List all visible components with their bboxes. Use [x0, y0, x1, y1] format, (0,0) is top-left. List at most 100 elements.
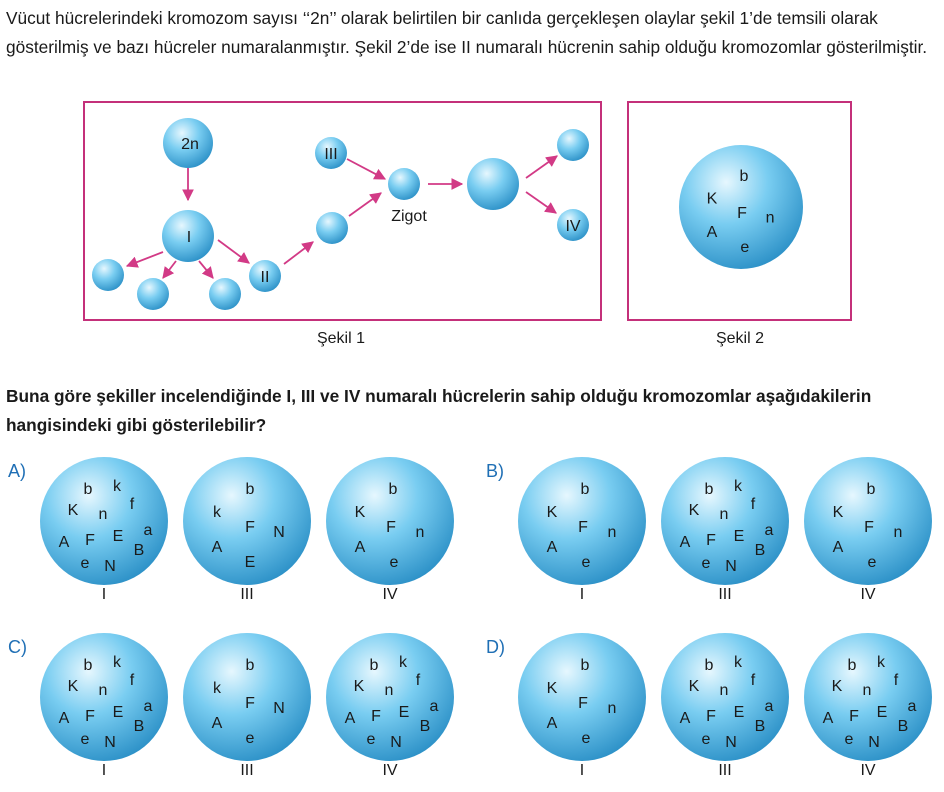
option-b-cell-IV-chromosome-F: F — [864, 519, 874, 536]
option-c-cell-IV-chromosome-A: A — [345, 710, 356, 727]
option-c-cell-IV-chromosome-N: N — [390, 734, 402, 751]
cell-after-II — [316, 212, 348, 244]
option-a-cell-I-chromosome-F: F — [85, 532, 95, 549]
option-b-cell-I-chromosome-n: n — [608, 524, 617, 541]
option-b-cell-IV-chromosome-e: e — [868, 554, 877, 571]
arrow-I-to-midleft — [162, 260, 177, 279]
option-c-cell-III-chromosome-b: b — [246, 657, 255, 674]
arrow-big-to-IV — [525, 191, 557, 214]
option-a-cell-IV-chromosome-n: n — [416, 524, 425, 541]
option-c-cell-I-chromosome-e: e — [81, 731, 90, 748]
option-b-cell-I-chromosome-e: e — [582, 554, 591, 571]
option-d-cell-IV-chromosome-e: e — [845, 731, 854, 748]
option-a-cell-III-circle — [183, 457, 311, 585]
gamete-cell-3 — [209, 278, 241, 310]
option-d-cell-IV-chromosome-E: E — [877, 704, 888, 721]
option-d-cell-III-chromosome-k: k — [734, 654, 743, 671]
gamete-cell-1 — [92, 259, 124, 291]
option-a-cell-III-chromosome-A: A — [212, 539, 223, 556]
option-b-cell-IV-chromosome-K: K — [833, 504, 844, 521]
label-III: III — [324, 146, 337, 163]
option-d-cell-IV-chromosome-k: k — [877, 654, 886, 671]
label-IV: IV — [565, 218, 580, 235]
option-b-cell-III-chromosome-B: B — [755, 542, 766, 559]
option-b-cell-I-chromosome-F: F — [578, 519, 588, 536]
option-d-cell-I-chromosome-n: n — [608, 700, 617, 717]
option-a-cell-I-circle — [40, 457, 168, 585]
option-d-cell-III-chromosome-K: K — [689, 678, 700, 695]
option-a-cell-I-chromosome-E: E — [113, 528, 124, 545]
option-d-label: D) — [486, 637, 505, 657]
option-b-label: B) — [486, 461, 504, 481]
option-c-cell-caption: III — [240, 762, 254, 779]
figure-2-cell-chromosome-K: K — [707, 190, 718, 207]
cell-II — [249, 260, 281, 292]
option-c-cell-IV-chromosome-f: f — [416, 672, 421, 689]
option-c-cell-I-chromosome-f: f — [130, 672, 135, 689]
figure-2-cell-chromosome-b: b — [739, 168, 748, 185]
arrows — [125, 155, 558, 279]
cell-top-right — [557, 129, 589, 161]
option-c-cell-III-chromosome-F: F — [245, 695, 255, 712]
option-c-cell-III-chromosome-N: N — [273, 700, 285, 717]
option-b-cell-III-chromosome-n: n — [720, 506, 729, 523]
figure-2-caption: Şekil 2 — [715, 330, 765, 347]
figure-2-cell-chromosome-A: A — [707, 224, 718, 241]
option-b-cell-I-chromosome-A: A — [547, 539, 558, 556]
option-b-cell-caption: I — [579, 586, 585, 603]
option-a-cell-IV-chromosome-e: e — [390, 554, 399, 571]
option-c-cell-IV-chromosome-B: B — [420, 718, 431, 735]
arrow-III-to-zygote — [346, 158, 387, 180]
figure-1: 2n I II III IV Zigot — [83, 101, 852, 321]
option-a-cell-IV-chromosome-b: b — [389, 481, 398, 498]
option-d-cell-III-chromosome-E: E — [734, 704, 745, 721]
option-a-cell-IV-chromosome-F: F — [386, 519, 396, 536]
option-c-cell-I-chromosome-N: N — [104, 734, 116, 751]
option-d-cell-I-chromosome-A: A — [547, 715, 558, 732]
option-b-cell-IV-chromosome-n: n — [894, 524, 903, 541]
option-c-cell-I-chromosome-b: b — [84, 657, 93, 674]
option-a-cell-IV-chromosome-A: A — [355, 539, 366, 556]
option-c-cell-IV-chromosome-a: a — [430, 698, 439, 715]
option-d-cell-III-chromosome-B: B — [755, 718, 766, 735]
option-b-cell-III-chromosome-N: N — [725, 558, 737, 575]
figure-2-cell-chromosome-n: n — [766, 210, 775, 227]
option-a-cell-III-chromosome-b: b — [246, 481, 255, 498]
option-a-cell-III-chromosome-k: k — [213, 504, 222, 521]
option-a-cell-I-chromosome-n: n — [99, 506, 108, 523]
option-d-cell-IV-chromosome-A: A — [823, 710, 834, 727]
option-c-cell-caption: IV — [382, 762, 398, 779]
option-a-cell-I-chromosome-K: K — [68, 502, 79, 519]
option-a-cell-IV-circle — [326, 457, 454, 585]
option-d-cell-III-chromosome-a: a — [765, 698, 774, 715]
option-c-cell-IV-chromosome-E: E — [399, 704, 410, 721]
option-d-cell-IV-chromosome-b: b — [848, 657, 857, 674]
option-c-label: C) — [8, 637, 27, 657]
option-b-cell-III-chromosome-f: f — [751, 496, 756, 513]
option-d-cell-III-circle — [661, 633, 789, 761]
option-d-cell-III-chromosome-N: N — [725, 734, 737, 751]
option-d-cell-IV-chromosome-F: F — [849, 708, 859, 725]
option-b-cell-III-chromosome-b: b — [705, 481, 714, 498]
figure-2-frame — [627, 101, 852, 321]
option-b-cell-I-circle — [518, 457, 646, 585]
figure-2-cell-chromosome-F: F — [737, 205, 747, 222]
option-c-cell-I-chromosome-a: a — [144, 698, 153, 715]
gamete-cell-2 — [137, 278, 169, 310]
option-c-cell-IV-chromosome-n: n — [385, 682, 394, 699]
option-a-cell-caption: III — [240, 586, 254, 603]
option-c-cell-I-chromosome-B: B — [134, 718, 145, 735]
option-c-cell-caption: I — [101, 762, 107, 779]
option-d-cell-IV-chromosome-n: n — [863, 682, 872, 699]
option-d-cell-III-chromosome-b: b — [705, 657, 714, 674]
